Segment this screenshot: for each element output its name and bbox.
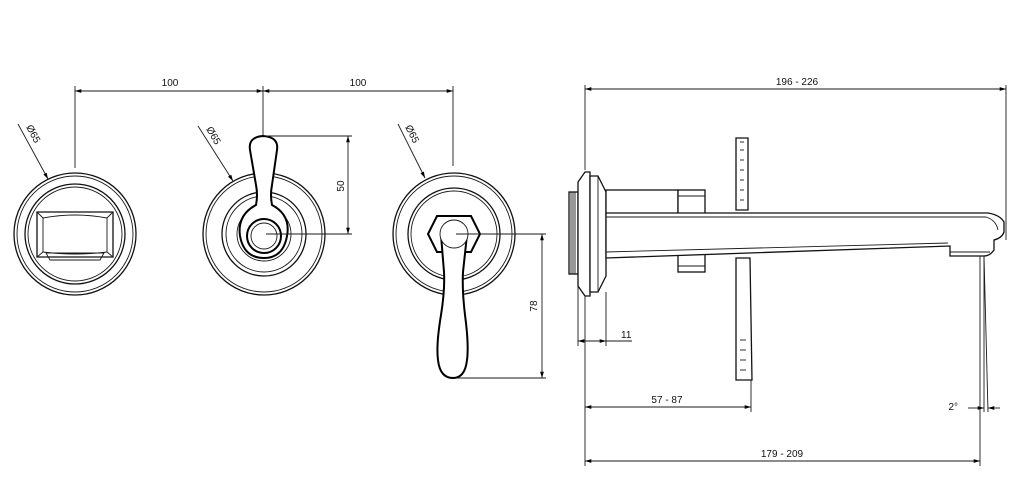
flange-thickness-label: 11 bbox=[621, 330, 632, 341]
diameter-middle-callout: Ø65 bbox=[197, 125, 234, 182]
spout-side-view bbox=[568, 137, 1005, 381]
wall-depth-dimension: 57 - 87 bbox=[584, 296, 752, 466]
diameter-middle-label: Ø65 bbox=[203, 125, 222, 147]
spout-length-label: 179 - 209 bbox=[761, 449, 804, 460]
spout-length-dimension: 179 - 209 bbox=[585, 256, 981, 466]
overall-length-dimension: 196 - 226 bbox=[584, 77, 1007, 240]
diameter-right-label: Ø65 bbox=[402, 123, 421, 145]
diameter-right-callout: Ø65 bbox=[397, 123, 426, 179]
spout-angle-label: 2° bbox=[948, 402, 958, 413]
mixer-rosette-lever-down bbox=[392, 172, 516, 380]
lever-up-height-label: 50 bbox=[336, 180, 347, 192]
left-spacing-label: 100 bbox=[162, 78, 179, 89]
mixer-rosette-lever-up bbox=[202, 134, 326, 296]
lever-up-dimension: 50 bbox=[266, 135, 352, 235]
diameter-left-callout: Ø65 bbox=[17, 123, 49, 180]
overall-length-label: 196 - 226 bbox=[776, 77, 819, 88]
lever-down-height-label: 78 bbox=[529, 300, 540, 312]
lever-down-dimension: 78 bbox=[456, 233, 546, 379]
spout-angle-dimension: 2° bbox=[948, 255, 1000, 413]
flange-thickness-dimension: 11 bbox=[577, 286, 632, 346]
right-spacing-label: 100 bbox=[350, 78, 367, 89]
diameter-left-label: Ø65 bbox=[23, 123, 42, 145]
spout-rosette-front-view bbox=[13, 172, 137, 296]
spacing-dimensions: 100 100 bbox=[74, 78, 454, 168]
wall-depth-label: 57 - 87 bbox=[651, 395, 683, 406]
